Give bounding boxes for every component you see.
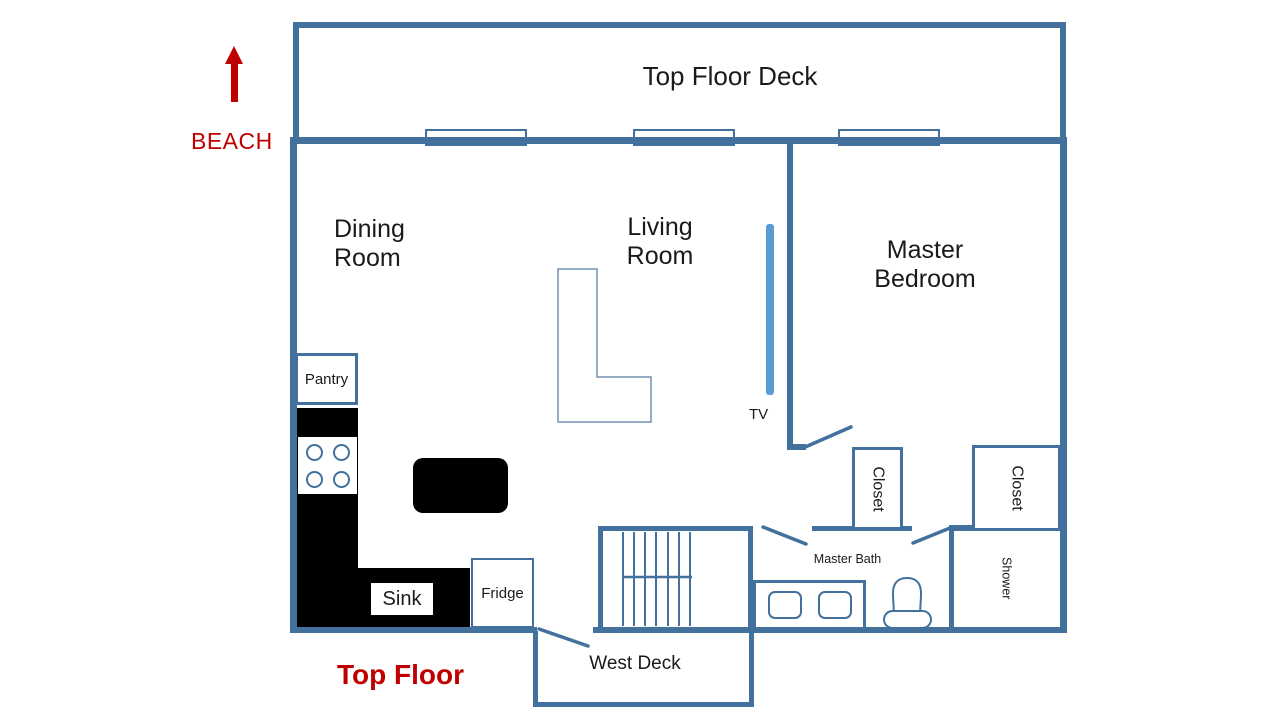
shower-label: Shower [951,533,1061,623]
door-west-deck [537,627,590,648]
stairs-treads [622,532,692,626]
wall-main-left [290,137,297,633]
window-symbol [425,129,527,146]
fridge-label: Fridge [481,584,524,602]
sink-box: Sink [369,581,435,617]
wall-main-right [1060,137,1067,633]
wall-deck-right [1060,22,1066,140]
closet-right-label: Closet [1008,465,1026,511]
master-bedroom-label: Master Bedroom [874,236,976,293]
closet-left-label: Closet [869,465,887,512]
tv-symbol [766,224,774,395]
floor-title: Top Floor [337,659,464,690]
pantry-label: Pantry [304,370,349,388]
wall-stairs-top [598,526,753,531]
stove-burner-icon [306,444,323,461]
wall-west-deck-bottom [533,702,754,707]
dining-room-label: Dining Room [334,215,405,272]
vanity-sink-icon [768,591,802,619]
wall-stairs-left [598,526,603,630]
stove-burner-icon [333,444,350,461]
wall-master-bedroom-stub [787,444,806,450]
wall-main-top [290,137,1067,144]
fridge-box: Fridge [471,558,534,628]
window-symbol [838,129,940,146]
pantry-box: Pantry [295,353,358,405]
beach-arrow-icon [225,46,243,102]
wall-stairs-right [748,526,753,630]
sofa-outline [557,268,652,423]
stove-burner-icon [306,471,323,488]
wall-main-bottom-right [593,627,1067,633]
wall-west-deck-right [749,631,754,707]
west-deck-label: West Deck [589,653,681,674]
stove [298,437,357,494]
wall-bath-shower-divider [949,525,954,633]
sink-label: Sink [382,587,422,610]
tv-label: TV [749,406,769,423]
door-bath-from-bedroom [911,526,952,545]
wall-deck-top [293,22,1066,28]
window-symbol [633,129,735,146]
stove-burner-icon [333,471,350,488]
beach-label: BEACH [191,128,273,154]
wall-west-deck-left [533,631,538,707]
closet-right-box: Closet [972,445,1061,531]
top-floor-deck-label: Top Floor Deck [642,61,818,91]
vanity-sink-icon [818,591,852,619]
living-room-label: Living Room [626,213,694,270]
wall-master-bedroom [787,143,793,446]
kitchen-island [413,458,508,513]
door-master-bedroom [801,425,853,450]
closet-left-box: Closet [852,447,903,530]
shower-label-text: Shower [999,556,1014,600]
wall-main-bottom-left [290,627,537,633]
wall-deck-left [293,22,299,140]
master-bath-label: Master Bath [813,552,882,566]
door-master-bath [761,525,808,546]
toilet-icon [883,576,932,629]
